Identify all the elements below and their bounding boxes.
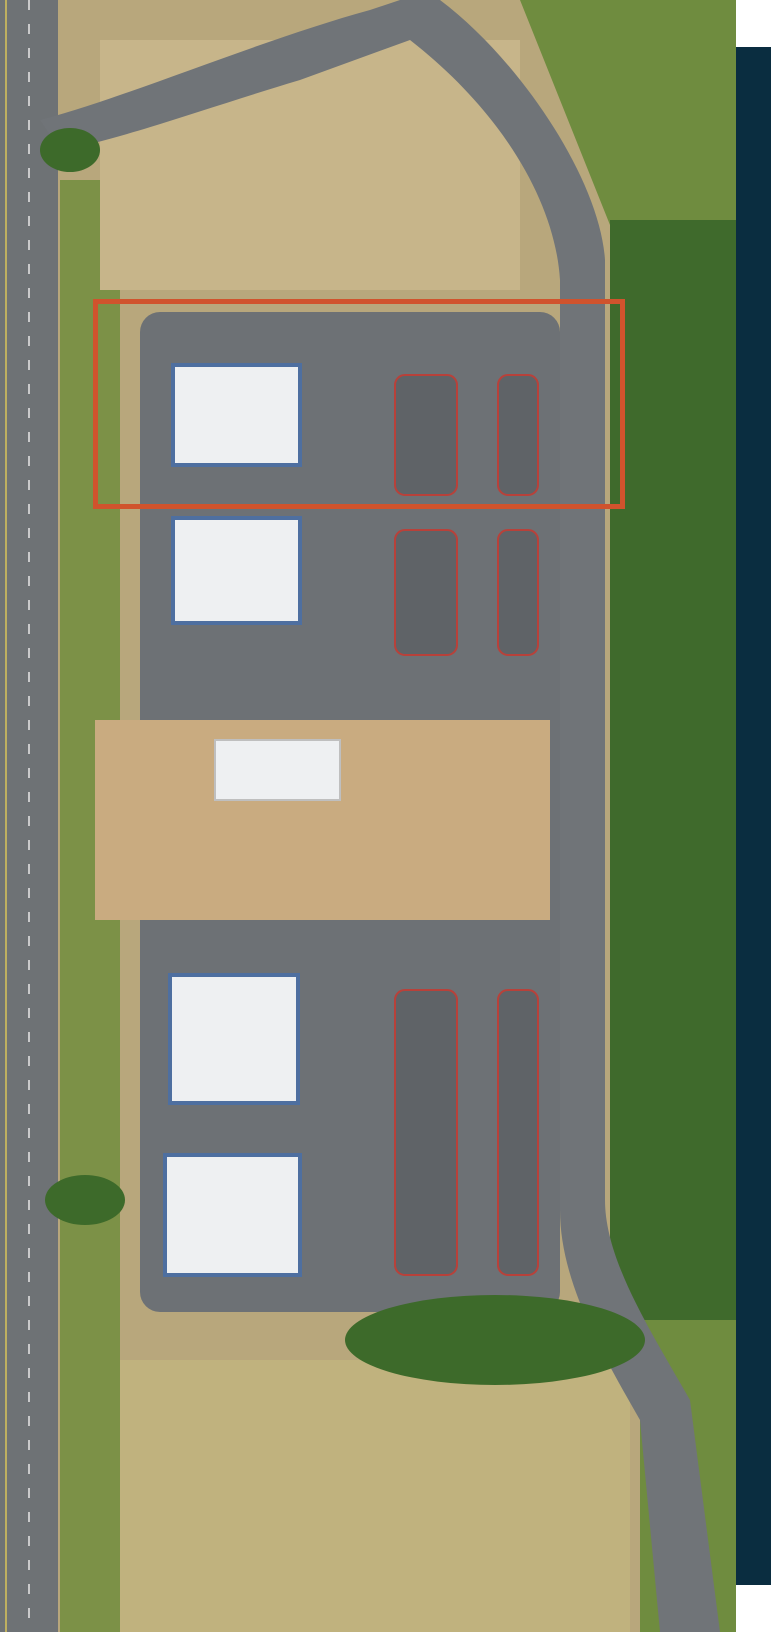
access-road: [40, 0, 720, 1632]
tree-line-east: [610, 220, 736, 1320]
tree-cluster-south: [345, 1295, 645, 1385]
parking-island-6: [497, 989, 539, 1276]
sidebar-bottom-gap: [736, 1585, 771, 1632]
highlight-box: [93, 299, 625, 509]
sidebar-top-gap: [736, 0, 771, 47]
parking-island-1: [394, 374, 458, 496]
building-4: [163, 1153, 302, 1277]
parking-island-5: [394, 989, 458, 1276]
parking-island-2: [497, 374, 539, 496]
building-under-construction: [214, 739, 341, 801]
building-3: [168, 973, 300, 1105]
sidebar-panel: [736, 47, 771, 1585]
parking-island-4: [497, 529, 539, 656]
aerial-photo: [0, 0, 736, 1632]
parking-island-3: [394, 529, 458, 656]
vacant-lot-south: [120, 1360, 630, 1632]
tree-west-1: [40, 128, 100, 172]
aerial-site-illustration: [0, 0, 736, 1632]
building-2: [171, 516, 302, 625]
tree-west-2: [45, 1175, 125, 1225]
building-1: [171, 363, 302, 467]
